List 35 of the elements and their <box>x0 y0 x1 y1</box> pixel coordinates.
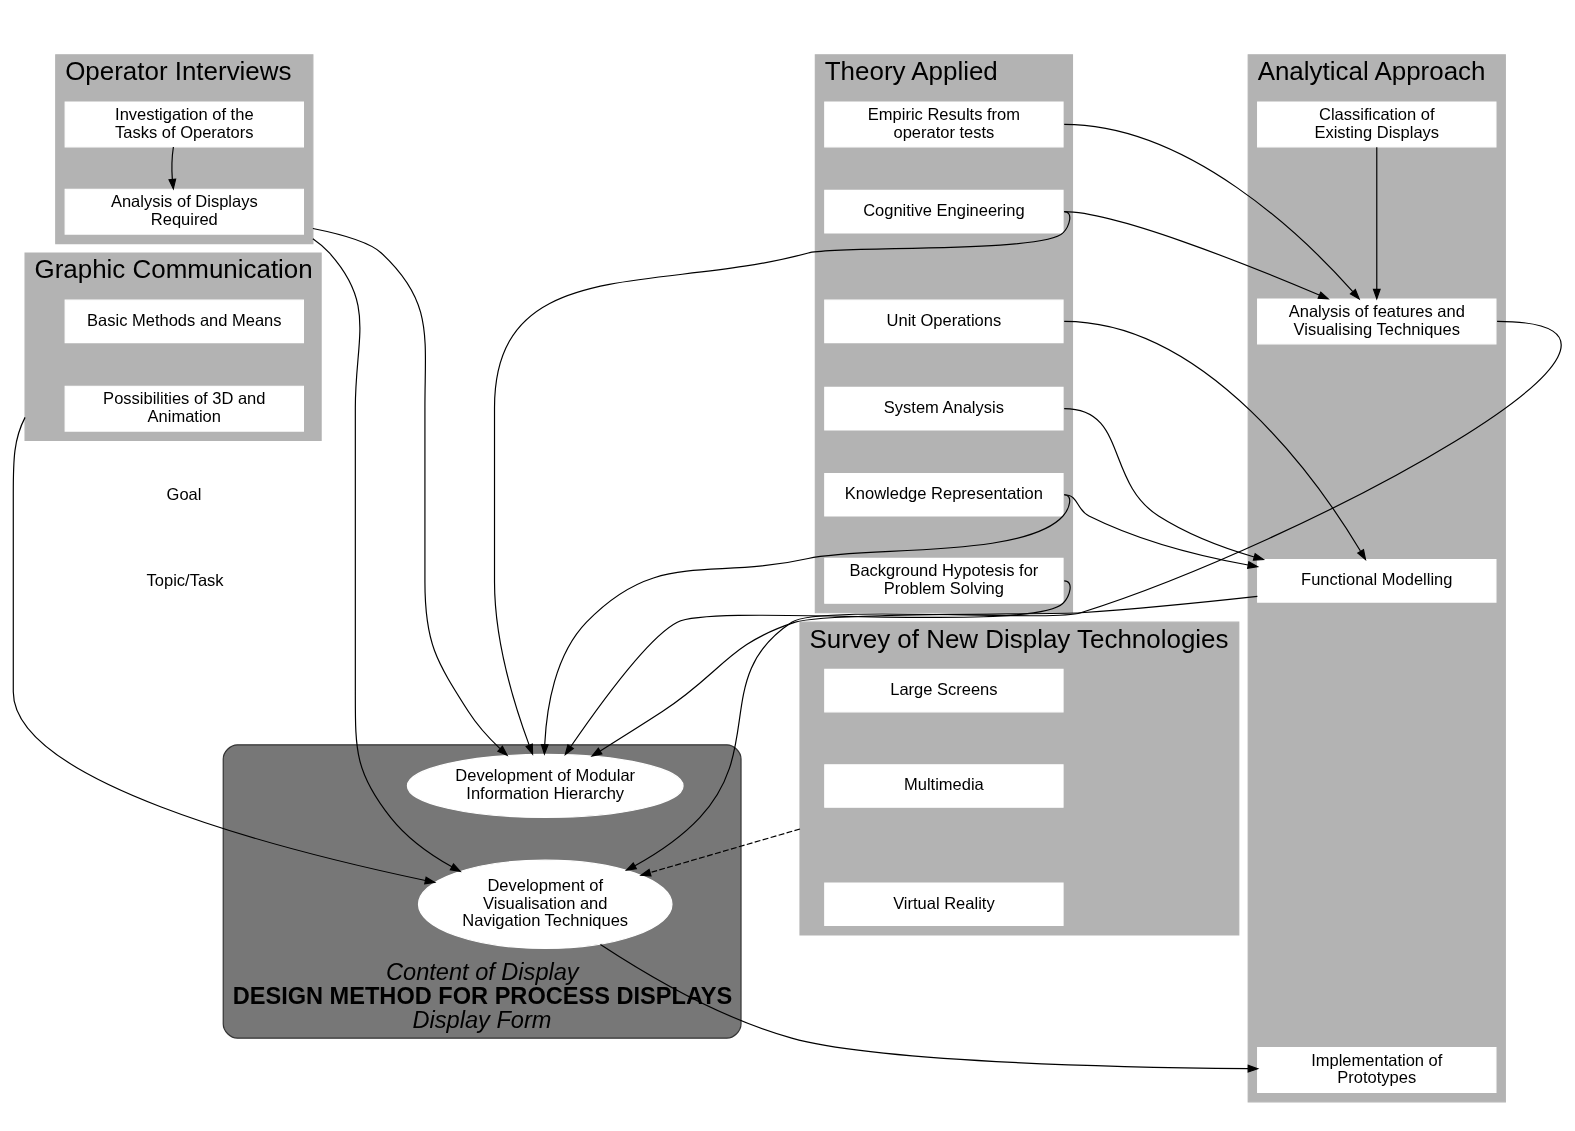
arrow <box>564 579 1071 756</box>
node-box: Cognitive Engineering <box>824 189 1064 233</box>
arrow <box>1063 123 1361 300</box>
node-box: Virtual Reality <box>824 882 1064 926</box>
arrow <box>312 227 509 756</box>
node-box: Analysis of features and Visualising Techniques <box>1257 297 1497 344</box>
arrow <box>493 210 1071 756</box>
node-box: Functional Modelling <box>1257 558 1497 603</box>
legend-label: Goal <box>166 484 202 503</box>
node-box: Empiric Results from operator tests <box>824 100 1064 147</box>
node-box: Knowledge Representation <box>824 472 1064 517</box>
node-box: Multimedia <box>824 763 1064 808</box>
arrow <box>1372 146 1381 301</box>
node-box: System Analysis <box>824 386 1064 430</box>
legend-label: Topic/Task <box>146 570 224 589</box>
node-box: Basic Methods and Means <box>64 299 304 343</box>
node-ellipse: Development of Modular Information Hierarchy <box>406 753 684 818</box>
node-box: Implementation of Prototypes <box>1257 1046 1497 1093</box>
arrow <box>624 320 1561 871</box>
node-box: Background Hypotesis for Problem Solving <box>824 557 1064 604</box>
arrow <box>168 145 177 191</box>
node-box: Unit Operations <box>824 299 1064 343</box>
arrow <box>1063 320 1367 561</box>
arrow <box>639 827 801 876</box>
arrow <box>599 943 1260 1073</box>
node-box: Investigation of the Tasks of Operators <box>64 100 304 147</box>
node-box: Classification of Existing Displays <box>1257 100 1497 147</box>
node-box: Large Screens <box>824 668 1064 712</box>
arrow <box>12 416 437 884</box>
arrow <box>590 595 1258 757</box>
arrow <box>1063 407 1266 561</box>
node-box: Analysis of Displays Required <box>64 188 304 235</box>
arrow <box>312 237 462 872</box>
arrow <box>540 493 1071 756</box>
node-box: Possibilities of 3D and Animation <box>64 385 304 432</box>
